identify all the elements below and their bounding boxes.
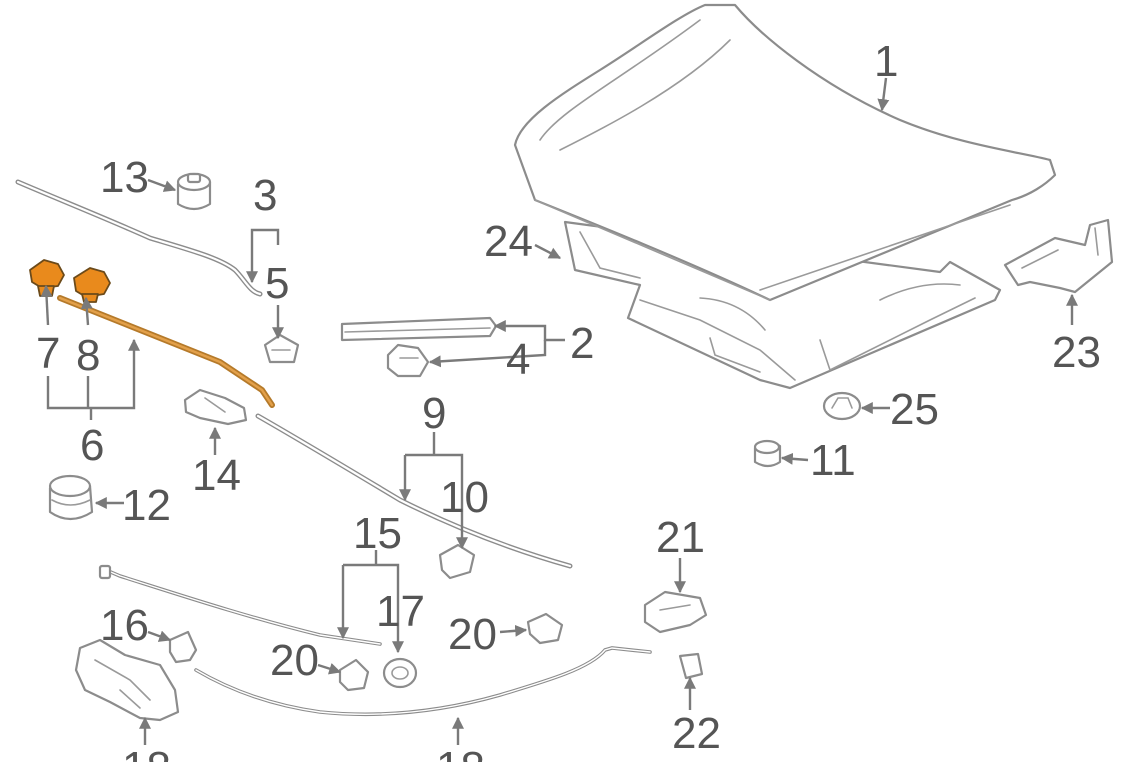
callout-10: 10 bbox=[440, 473, 489, 522]
hood-panel bbox=[513, 3, 1057, 390]
leader-lines bbox=[40, 77, 1078, 745]
callout-18a: 18 bbox=[122, 743, 171, 762]
weatherstrip-2 bbox=[340, 316, 498, 342]
seal-9 bbox=[255, 413, 573, 569]
callout-5: 5 bbox=[265, 259, 289, 308]
cushion-11 bbox=[753, 439, 782, 468]
callout-14: 14 bbox=[192, 451, 241, 500]
support-rod bbox=[15, 179, 263, 297]
retainer-8 bbox=[73, 267, 111, 303]
callout-25: 25 bbox=[890, 385, 939, 434]
callout-24: 24 bbox=[484, 217, 533, 266]
callout-20b: 20 bbox=[448, 610, 497, 659]
grommet-17 bbox=[382, 657, 418, 689]
callout-1: 1 bbox=[874, 37, 898, 86]
callout-13: 13 bbox=[100, 153, 149, 202]
callout-3: 3 bbox=[253, 171, 277, 220]
callout-15: 15 bbox=[353, 509, 402, 558]
callout-16: 16 bbox=[100, 601, 149, 650]
callout-9: 9 bbox=[422, 389, 446, 438]
callout-4: 4 bbox=[506, 335, 530, 384]
callout-12: 12 bbox=[122, 481, 171, 530]
callout-21: 21 bbox=[656, 513, 705, 562]
callout-11: 11 bbox=[810, 436, 856, 485]
cushion-12 bbox=[48, 474, 94, 521]
bumper-22 bbox=[678, 652, 704, 680]
hinge-bracket bbox=[1003, 218, 1114, 294]
bracket-14 bbox=[183, 388, 248, 426]
clip-20a bbox=[338, 658, 370, 692]
lower-cable-18 bbox=[194, 646, 652, 717]
callout-labels: 1 2 3 4 5 6 7 8 9 10 11 12 13 14 15 16 1… bbox=[36, 37, 1101, 762]
grommet-5 bbox=[263, 333, 300, 364]
callout-20a: 20 bbox=[270, 636, 319, 685]
release-cable-15 bbox=[98, 564, 382, 646]
clip-20b bbox=[526, 612, 564, 645]
latch-21 bbox=[643, 590, 708, 634]
clip-4 bbox=[386, 343, 430, 378]
callout-2: 2 bbox=[570, 319, 594, 368]
cushion-13 bbox=[176, 172, 212, 211]
callout-6: 6 bbox=[80, 421, 104, 470]
clip-25 bbox=[822, 391, 862, 421]
callout-22: 22 bbox=[672, 709, 721, 758]
callout-18b: 18 bbox=[436, 743, 485, 762]
callout-7: 7 bbox=[36, 329, 60, 378]
clip-10 bbox=[438, 543, 476, 580]
callout-8: 8 bbox=[76, 331, 100, 380]
callout-23: 23 bbox=[1052, 328, 1101, 377]
callout-17: 17 bbox=[376, 587, 425, 636]
latch-18 bbox=[74, 638, 180, 722]
bracket-16 bbox=[168, 630, 198, 664]
prop-rod-6 bbox=[57, 295, 275, 408]
